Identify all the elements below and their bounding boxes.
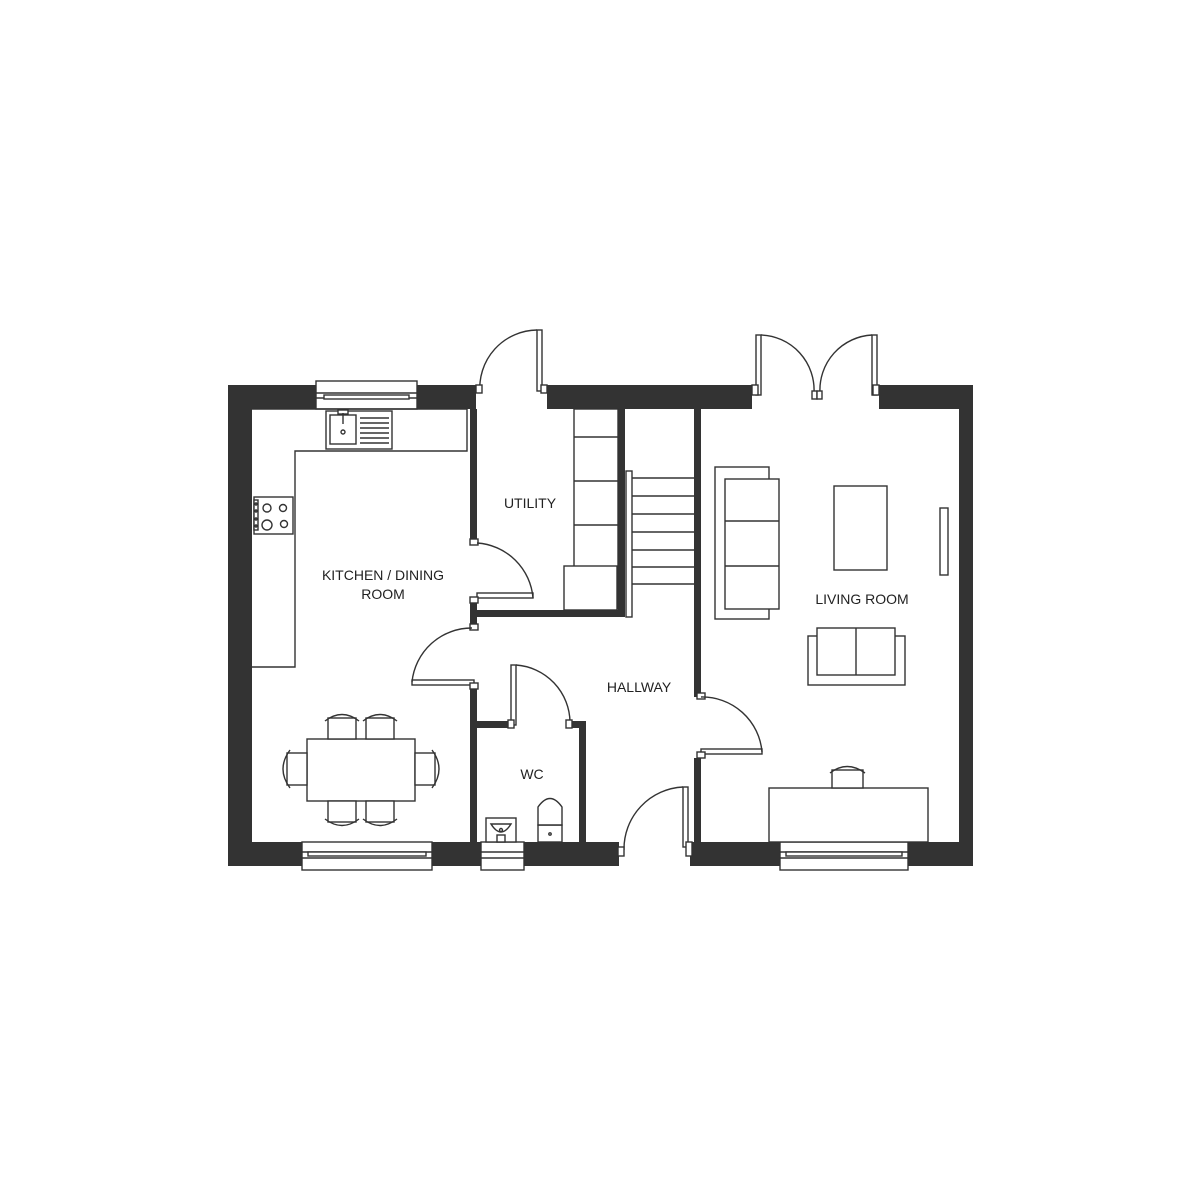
stairs-icon (625, 470, 694, 618)
sink-icon (325, 409, 393, 450)
sofa-icon (714, 466, 906, 686)
chair-icon (829, 765, 866, 789)
external-walls (228, 385, 973, 866)
utility-units (563, 408, 619, 611)
toilet-icon (537, 797, 563, 843)
table-icon (306, 738, 416, 802)
room-label-wc: WC (520, 766, 543, 782)
room-label-living: LIVING ROOM (815, 591, 908, 607)
internal-walls (470, 409, 701, 842)
room-label-hallway: HALLWAY (607, 679, 672, 695)
window-icon (301, 380, 909, 871)
basin-icon (485, 817, 517, 843)
hob-icon (253, 496, 294, 535)
radiator (939, 507, 949, 576)
coffee-table (833, 485, 888, 571)
room-label-kitchen-2: ROOM (361, 586, 405, 602)
room-label-kitchen: KITCHEN / DINING (322, 567, 444, 583)
kitchen-worktop (252, 408, 468, 668)
desk (768, 787, 929, 843)
room-label-utility: UTILITY (504, 495, 557, 511)
door-swing-icon (411, 329, 880, 857)
chair-icon (282, 713, 440, 827)
